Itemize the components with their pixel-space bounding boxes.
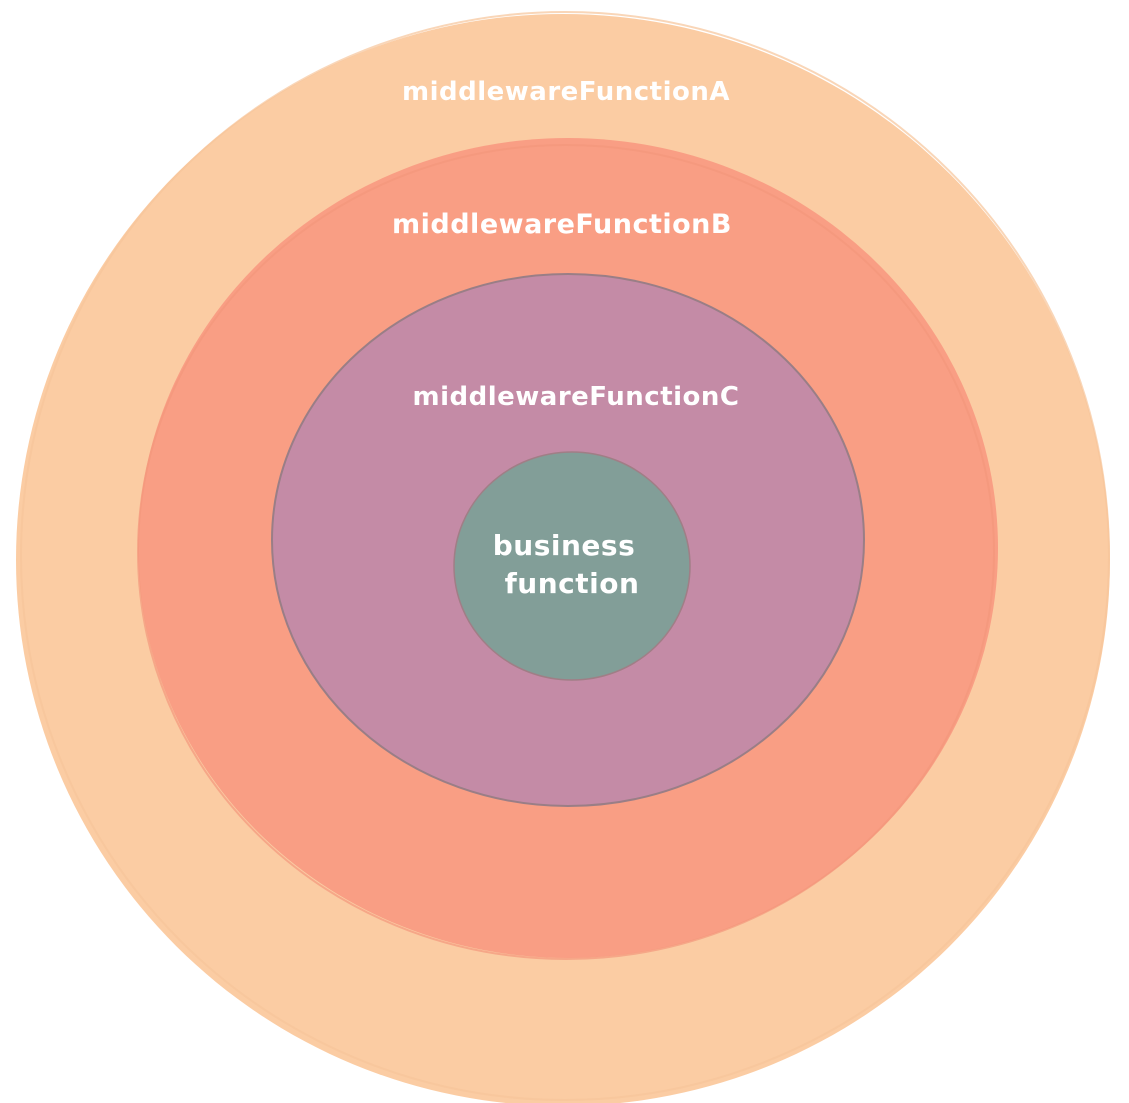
label-middleware-function-a: middlewareFunctionA [402, 77, 730, 107]
label-business-line-1: business [493, 529, 636, 562]
label-middleware-function-b: middlewareFunctionB [392, 209, 732, 240]
layer-business-function [453, 451, 691, 681]
label-middleware-function-c: middlewareFunctionC [413, 382, 740, 412]
layer-middleware-a-sketch-stroke [20, 11, 1110, 1101]
label-business-line-2: function [505, 567, 640, 600]
layer-business-function-shape [453, 451, 691, 681]
layer-middleware-b-sketch-stroke [137, 144, 995, 960]
